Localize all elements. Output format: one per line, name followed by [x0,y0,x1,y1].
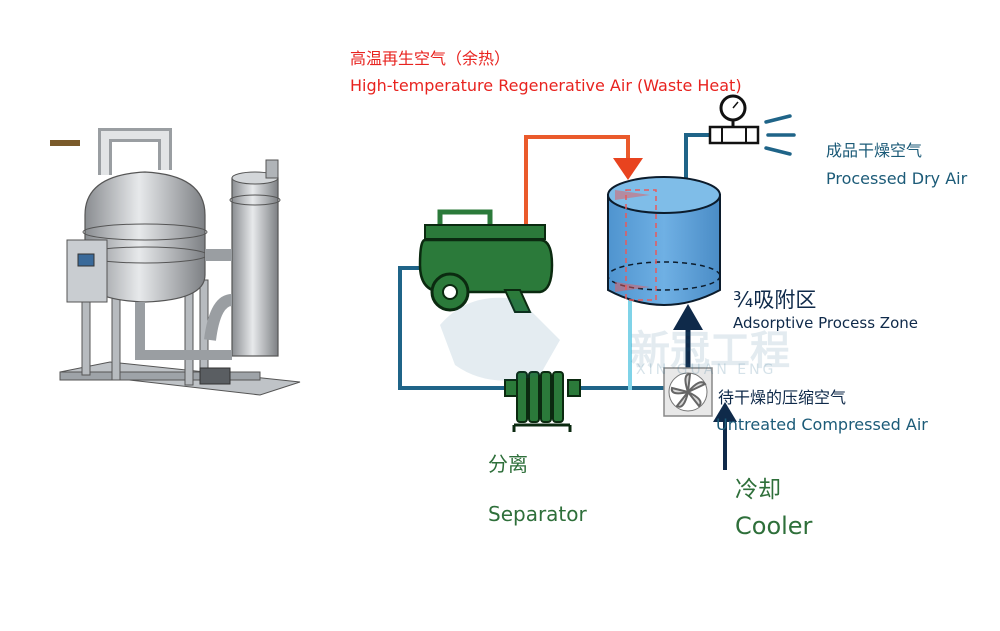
dry-air-label-cn: 成品干燥空气 [826,141,923,160]
separator-label-cn: 分离 [488,452,528,476]
watermark-subtext: XIN GUAN ENG [636,362,777,378]
regen-air-label-cn: 高温再生空气（余热） [350,49,511,68]
adsorptive-zone-label-en: Adsorptive Process Zone [733,314,918,332]
adsorption-tank-icon [607,176,721,306]
cooler-arrow [713,402,737,422]
untreated-air-label-cn: 待干燥的压缩空气 [718,388,847,407]
adsorptive-zone-label-cn: ¾吸附区 [733,288,817,312]
dry-air-label-en: Processed Dry Air [826,169,968,188]
hot-air-line [524,135,630,225]
separator-label-en: Separator [488,502,587,526]
pressure-gauge-valve-icon [708,94,796,156]
cooler-label-cn: 冷却 [735,477,781,503]
untreated-air-label-en: Untreated Compressed Air [716,415,928,434]
regen-air-label-en: High-temperature Regenerative Air (Waste… [350,76,742,95]
separator-icon [504,371,581,432]
dry-air-line [684,133,710,185]
process-line [398,266,505,390]
cooler-fan-icon [663,367,713,417]
cooler-label-en: Cooler [735,512,813,540]
watermark-text: 新冠工程 [630,328,790,374]
hot-air-arrowhead [613,158,643,180]
equipment-illustration [50,128,301,396]
compressor-icon [418,209,554,313]
watermark-logo [440,297,560,381]
upflow-arrow [673,304,703,330]
